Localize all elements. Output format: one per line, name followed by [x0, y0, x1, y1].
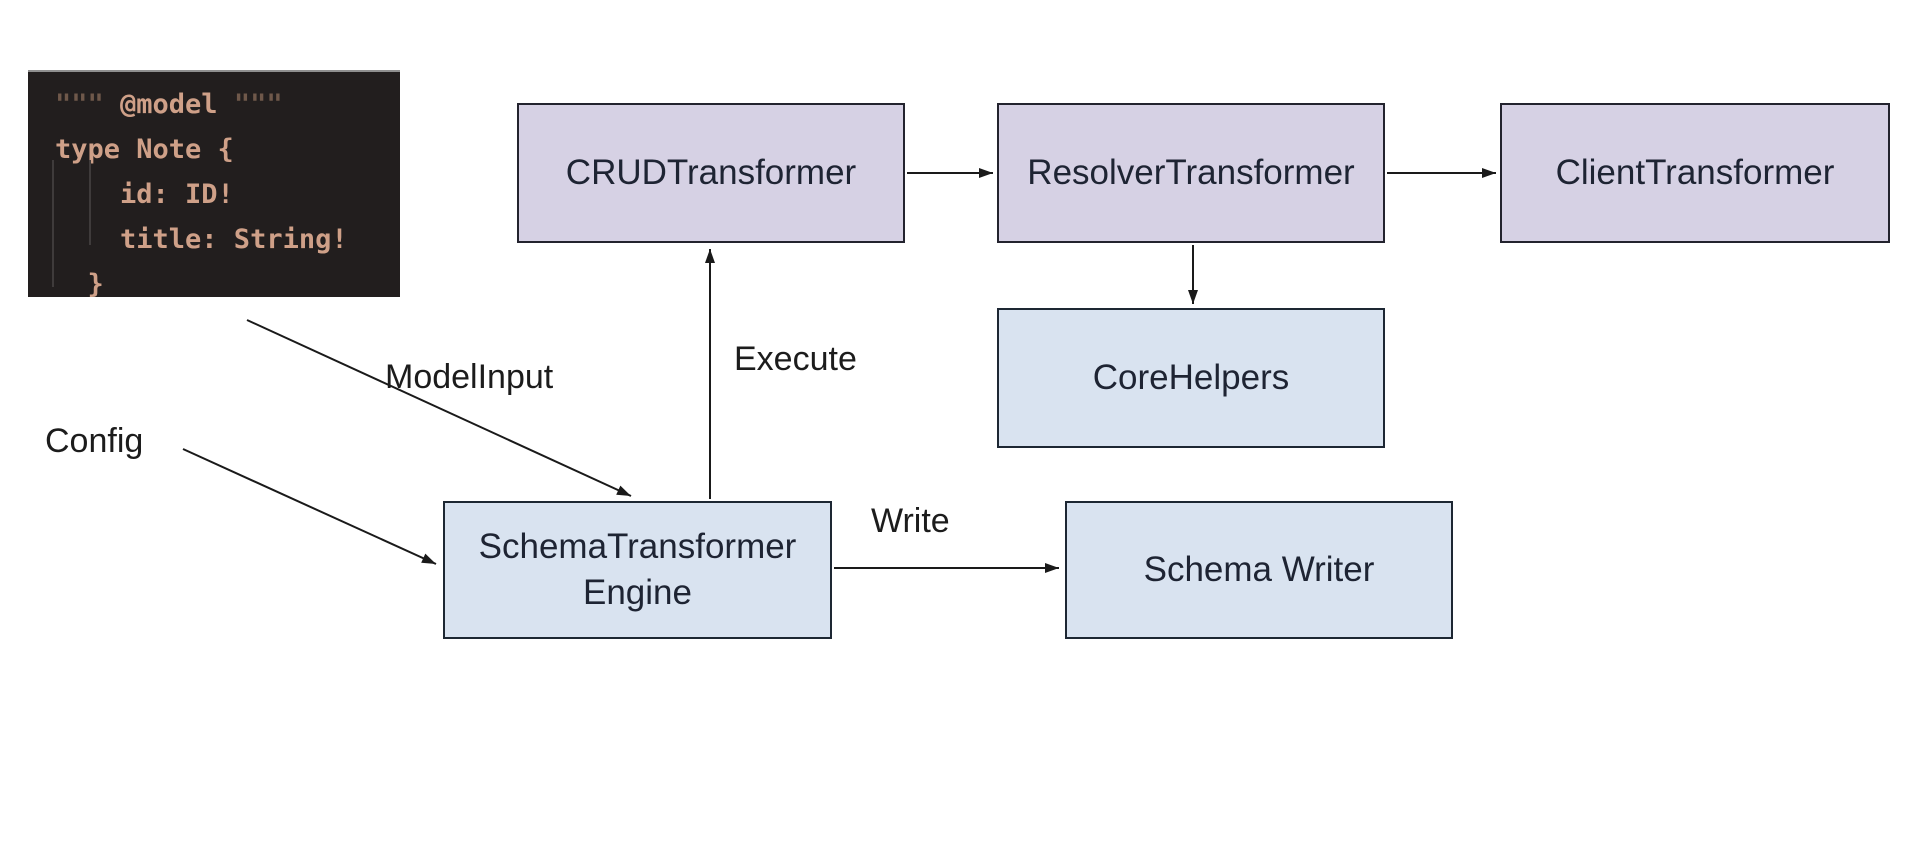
code-line-model-directive: """ @model """ — [55, 82, 400, 127]
node-label: ClientTransformer — [1555, 153, 1835, 192]
edge-label-write: Write — [871, 502, 950, 540]
node-crud-transformer: CRUDTransformer — [517, 103, 905, 243]
edge-config-to-engine — [182, 448, 437, 565]
code-model-directive: @model — [120, 89, 218, 120]
node-label: ResolverTransformer — [1027, 153, 1355, 192]
node-label: Schema Writer — [1143, 550, 1375, 589]
node-core-helpers: CoreHelpers — [997, 308, 1385, 448]
indent-guide — [52, 160, 54, 287]
code-quote-open: """ — [55, 89, 121, 120]
node-label: CoreHelpers — [1092, 358, 1290, 397]
code-line-type-note: type Note { — [55, 134, 234, 165]
code-line-id-field: id: ID! — [55, 179, 234, 210]
node-client-transformer: ClientTransformer — [1500, 103, 1890, 243]
edge-label-config: Config — [45, 422, 144, 460]
node-label: SchemaTransformer Engine — [478, 527, 797, 612]
node-schema-transformer-engine: SchemaTransformer Engine — [443, 501, 832, 639]
node-schema-writer: Schema Writer — [1065, 501, 1453, 639]
indent-guide — [89, 160, 91, 245]
edge-label-model-input: ModelInput — [385, 358, 554, 396]
graphql-model-code-block: """ @model """ type Note { id: ID! title… — [28, 70, 400, 300]
code-quote-close: """ — [217, 89, 283, 120]
node-label: CRUDTransformer — [565, 153, 857, 192]
edge-model-to-engine-modelinput — [246, 319, 632, 497]
edge-label-execute: Execute — [734, 340, 857, 378]
code-line-title-field: title: String! — [55, 224, 348, 255]
node-resolver-transformer: ResolverTransformer — [997, 103, 1385, 243]
code-line-closing-brace: } — [55, 269, 104, 300]
